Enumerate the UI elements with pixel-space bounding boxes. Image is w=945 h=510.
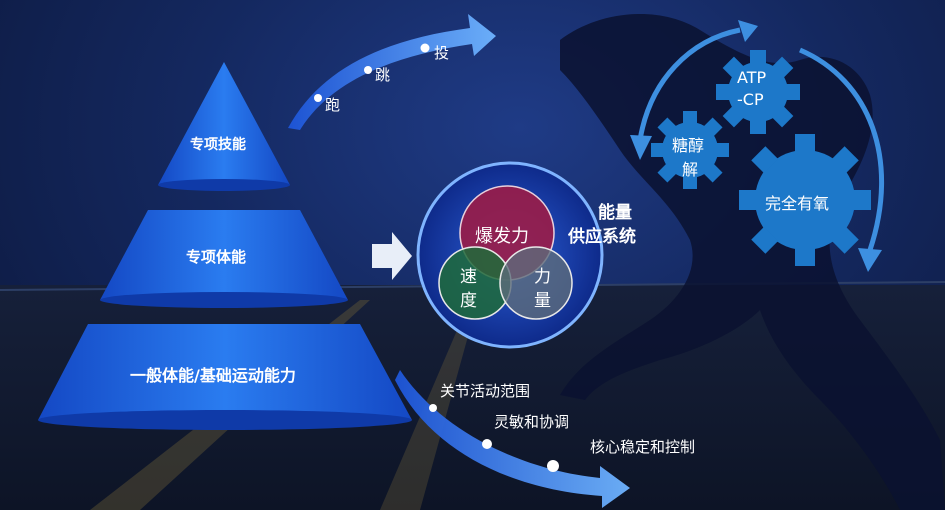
pyramid bbox=[38, 62, 412, 430]
venn-right-circle bbox=[499, 246, 573, 320]
gear-atp-label-1: ATP bbox=[737, 68, 767, 87]
venn-top-label: 爆发力 bbox=[475, 226, 529, 247]
energy-title-line1: 能量 bbox=[598, 203, 632, 223]
gear-glycolysis bbox=[651, 111, 729, 189]
lower-curved-arrow bbox=[395, 370, 630, 508]
lower-item-core: 核心稳定和控制 bbox=[590, 438, 696, 456]
lower-item-joint-range: 关节活动范围 bbox=[440, 382, 531, 400]
cycle-arrowhead-right bbox=[858, 248, 882, 272]
upper-item-throw: 投 bbox=[434, 44, 450, 62]
gear-glycolysis-label-2: 解 bbox=[682, 160, 699, 179]
pyramid-middle-label: 专项体能 bbox=[186, 248, 247, 266]
upper-dot-1 bbox=[314, 94, 322, 102]
pyramid-top-tier bbox=[158, 62, 290, 185]
venn-right-label-1: 力 bbox=[534, 267, 551, 287]
cycle-arrow-left bbox=[637, 27, 741, 141]
lower-dot-2 bbox=[482, 439, 492, 449]
venn-left-label-1: 速 bbox=[460, 267, 477, 287]
pyramid-middle-tier bbox=[100, 210, 348, 300]
cycle-arrow-right bbox=[799, 47, 884, 251]
gear-atp-label-2: -CP bbox=[737, 90, 764, 109]
upper-curved-arrow bbox=[288, 14, 496, 130]
venn-right-label-2: 量 bbox=[534, 291, 551, 311]
upper-dot-3 bbox=[420, 43, 430, 53]
gear-atp bbox=[716, 50, 800, 134]
gear-aerobic bbox=[739, 134, 871, 266]
upper-item-run: 跑 bbox=[325, 96, 341, 114]
lower-dot-3 bbox=[547, 460, 559, 472]
cycle-arrowhead-top bbox=[738, 20, 758, 42]
lower-item-agility: 灵敏和协调 bbox=[494, 413, 570, 431]
pyramid-top-label: 专项技能 bbox=[190, 137, 246, 153]
upper-dot-2 bbox=[364, 66, 372, 74]
gear-aerobic-label: 完全有氧 bbox=[765, 194, 830, 213]
cycle-arrowhead-left bbox=[630, 135, 652, 160]
pyramid-bottom-tier bbox=[38, 324, 412, 420]
runner-silhouette bbox=[560, 14, 945, 510]
pyramid-bottom-label: 一般体能/基础运动能力 bbox=[130, 366, 296, 385]
gear-glycolysis-label-1: 糖醇 bbox=[672, 136, 705, 155]
venn-left-label-2: 度 bbox=[460, 291, 477, 311]
lower-dot-1 bbox=[429, 404, 437, 412]
upper-item-jump: 跳 bbox=[375, 66, 391, 84]
energy-title-line2: 供应系统 bbox=[568, 227, 636, 247]
center-right-arrow bbox=[372, 232, 412, 280]
